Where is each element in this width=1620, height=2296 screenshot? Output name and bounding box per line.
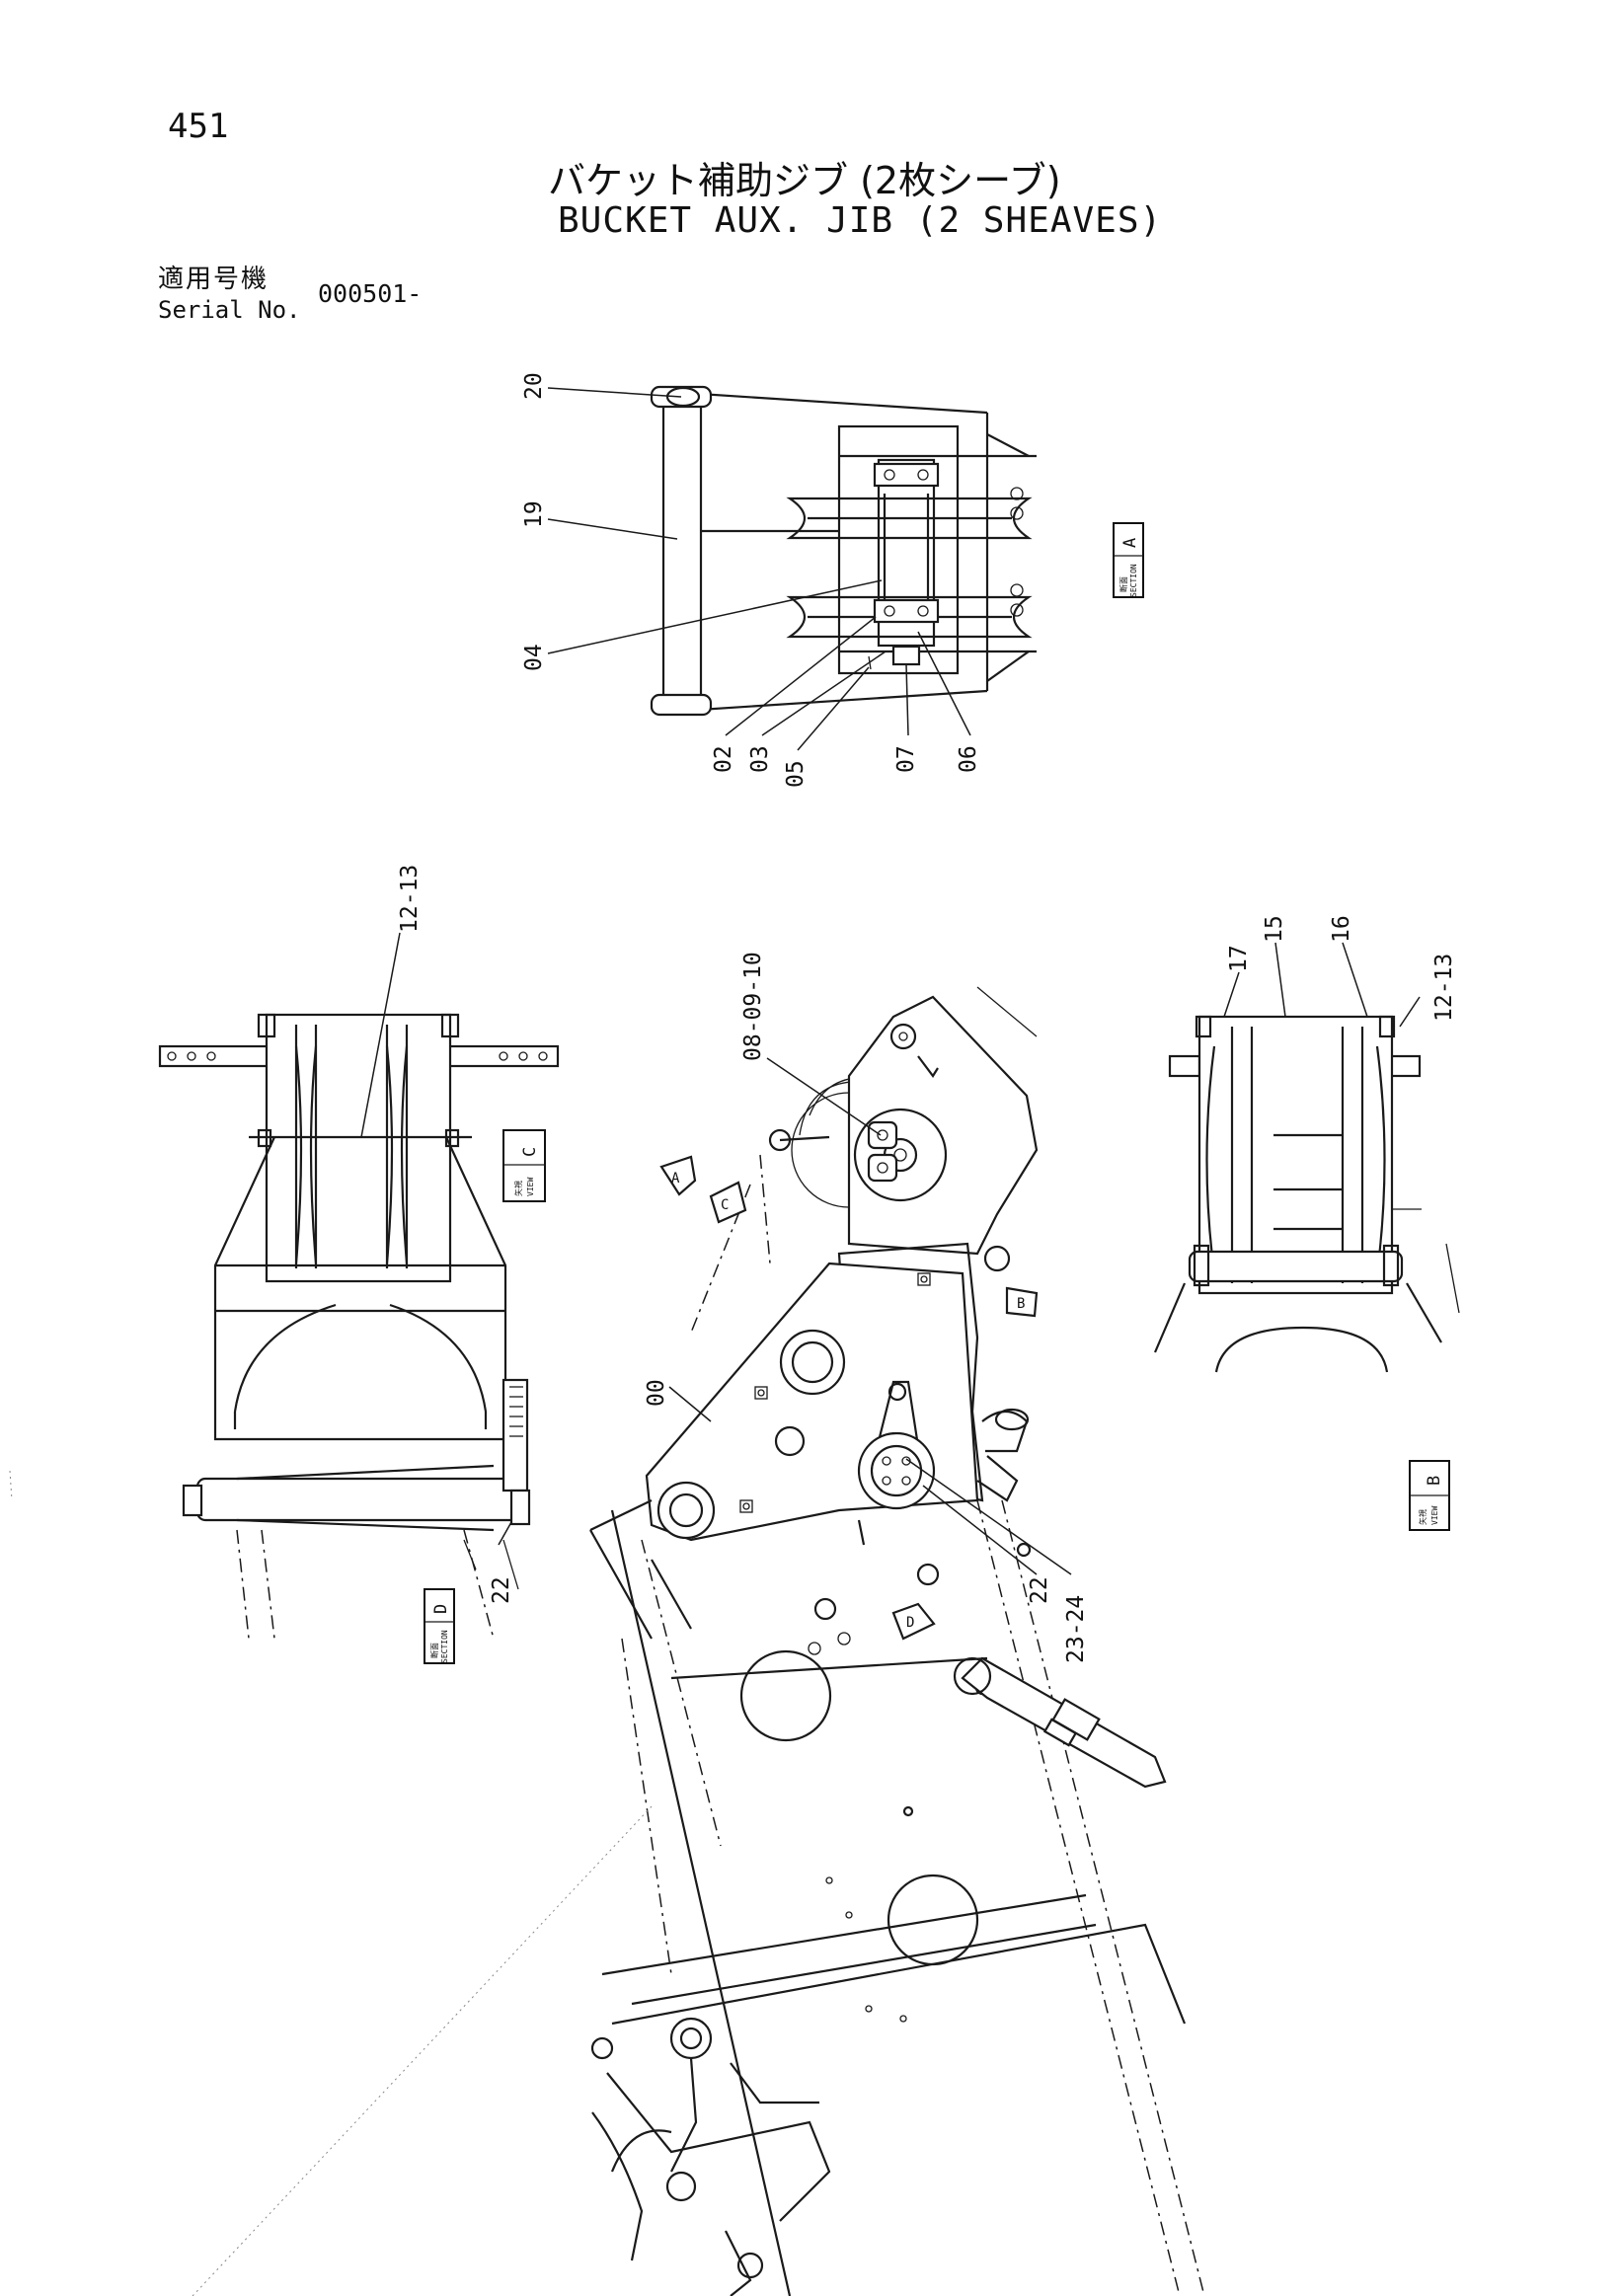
svg-text:VIEW: VIEW (526, 1178, 535, 1196)
svg-text:矢視: 矢視 (513, 1181, 523, 1196)
svg-text:C: C (721, 1197, 729, 1213)
callout-22-center: 22 (1027, 1576, 1052, 1604)
callout-20: 20 (521, 372, 547, 400)
callout-04: 04 (521, 644, 547, 671)
section-d-tag: 断面 SECTION D (424, 1588, 455, 1664)
view-arrow-b: B (1005, 1286, 1039, 1318)
svg-text:D: D (431, 1604, 451, 1614)
view-arrow-d: D (891, 1602, 936, 1641)
view-c-drawing (158, 1013, 560, 1640)
svg-text:B: B (1017, 1296, 1025, 1312)
svg-text:B: B (1425, 1476, 1444, 1486)
callout-19: 19 (521, 500, 547, 528)
view-b-tag: 矢視 VIEW B (1409, 1460, 1450, 1531)
callout-16: 16 (1329, 915, 1354, 943)
callout-12-13-left: 12-13 (397, 865, 423, 933)
applicable-model-label: 適用号機 (158, 265, 270, 294)
callout-02: 02 (711, 745, 736, 773)
svg-text:A: A (671, 1171, 680, 1186)
callout-15: 15 (1262, 915, 1287, 943)
callout-22-left: 22 (489, 1576, 514, 1604)
svg-text:D: D (906, 1615, 914, 1631)
svg-text:SECTION: SECTION (1129, 564, 1138, 597)
callout-07: 07 (893, 745, 919, 773)
page-title-jp: バケット補助ジブ (2枚シーブ) (548, 159, 1061, 202)
svg-text:断面: 断面 (429, 1643, 439, 1658)
svg-text:VIEW: VIEW (1430, 1506, 1439, 1525)
svg-text:C: C (520, 1147, 540, 1157)
callout-12-13-right: 12-13 (1431, 954, 1457, 1022)
page-title-en: BUCKET AUX. JIB (2 SHEAVES) (558, 200, 1163, 241)
callout-06: 06 (956, 745, 981, 773)
view-arrow-a: A (659, 1155, 697, 1196)
svg-text:SECTION: SECTION (440, 1630, 449, 1663)
callout-23-24: 23-24 (1063, 1595, 1089, 1663)
view-c-tag: 矢視 VIEW C (502, 1129, 546, 1202)
page-number: 451 (168, 107, 229, 146)
svg-text:矢視: 矢視 (1418, 1509, 1427, 1525)
svg-text:断面: 断面 (1119, 576, 1128, 592)
main-assembly-drawing (589, 986, 1205, 2296)
section-a-tag: 断面 SECTION A (1113, 522, 1144, 598)
callout-08-09-10: 08-09-10 (740, 952, 766, 1061)
svg-text:A: A (1120, 538, 1140, 548)
callout-17: 17 (1226, 945, 1252, 972)
serial-number-value: 000501- (318, 279, 423, 308)
callout-05: 05 (783, 760, 809, 788)
view-arrow-c: C (709, 1181, 747, 1224)
callout-03: 03 (747, 745, 773, 773)
serial-number-label: Serial No. (158, 296, 301, 324)
section-a-drawing (650, 385, 1037, 717)
view-b-drawing (1153, 1015, 1460, 1373)
callout-00: 00 (644, 1379, 669, 1407)
